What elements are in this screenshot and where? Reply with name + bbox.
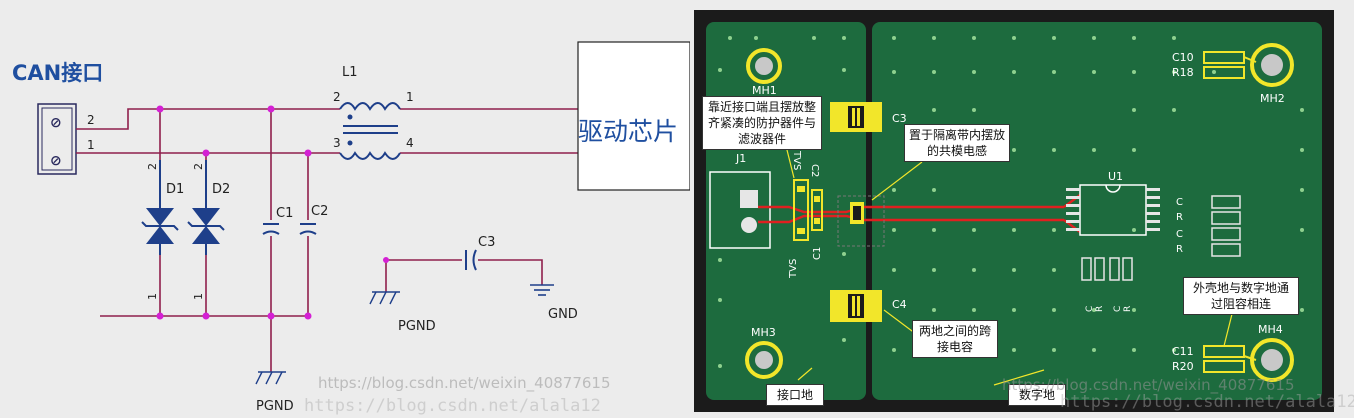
small-c2-label: C — [1176, 229, 1183, 240]
d2-pin-bottom: 1 — [192, 293, 205, 300]
tvs-label-b: TVS — [788, 259, 799, 279]
c2-silk-label: C2 — [809, 164, 820, 177]
d2-pin-top: 2 — [192, 163, 205, 170]
can-connector: ⊘ ⊘ 2 1 — [37, 103, 95, 175]
bottom-c2-label: C — [1113, 306, 1123, 312]
driver-chip: 驱动芯片 — [577, 41, 690, 191]
decoupling-parts-right: C R C R — [1176, 195, 1241, 257]
inductor-pin-2: 2 — [333, 90, 341, 104]
inductor-pin-3: 3 — [333, 136, 341, 150]
c1-silk-label: C1 — [812, 247, 823, 260]
callout-cross-ground: 两地之间的跨接电容 — [912, 320, 998, 358]
inductor-pin-4: 4 — [406, 136, 414, 150]
callout-shell-ground: 外壳地与数字地通过阻容相连 — [1183, 277, 1299, 315]
mh2-label: MH2 — [1260, 92, 1285, 105]
callout-port-ground: 接口地 — [766, 384, 824, 406]
callout-near-port: 靠近接口端且摆放整齐紧凑的防护器件与滤波器件 — [702, 96, 822, 150]
c4-label: C4 — [892, 298, 907, 311]
mounting-hole-mh3: MH3 — [745, 326, 783, 379]
mounting-hole-mh2: MH2 — [1250, 43, 1294, 105]
chip-u1: U1 — [1066, 170, 1160, 236]
svg-text:⊘: ⊘ — [50, 115, 62, 131]
bottom-r2-label: R — [1123, 306, 1133, 312]
schematic-title: CAN接口 — [12, 61, 103, 85]
c11-label: C11 — [1172, 345, 1194, 358]
cap-c3: C3 — [465, 235, 495, 271]
shell-rc-bottom: C11 R20 — [1172, 345, 1257, 373]
callout-digital-ground: 数字地 — [1008, 384, 1066, 406]
callout-isolation-band: 置于隔离带内摆放的共模电感 — [904, 124, 1010, 162]
driver-label: 驱动芯片 — [578, 117, 678, 146]
connector-j1: J1 — [709, 152, 771, 249]
connector-pin-1: 1 — [87, 138, 95, 152]
common-mode-choke — [837, 195, 885, 247]
tvs-label-a: TVS — [791, 150, 802, 170]
small-c1-label: C — [1176, 197, 1183, 208]
r18-label: R18 — [1172, 66, 1194, 79]
d1-pin-top: 2 — [146, 163, 159, 170]
c3-label: C3 — [892, 112, 907, 125]
tvs-d2: D2 2 1 — [187, 160, 230, 300]
j1-label: J1 — [735, 152, 746, 165]
shell-rc-top: C10 R18 — [1172, 51, 1257, 79]
mounting-hole-mh1: MH1 — [746, 48, 782, 97]
pgnd-symbol-2: PGND — [255, 371, 294, 414]
bottom-c1-label: C — [1085, 306, 1095, 312]
cap-c1: C1 — [262, 206, 293, 235]
c3-ref: C3 — [478, 235, 495, 250]
pgnd-label: PGND — [398, 319, 436, 334]
inductor-l1: L1 2 1 3 4 — [333, 65, 414, 160]
pgnd-symbol-1: PGND — [369, 291, 436, 334]
gnd-label: GND — [548, 307, 578, 322]
watermark-left-under: https://blog.csdn.net/alala12 — [304, 396, 601, 416]
watermark-right-under: https://blog.csdn.net/alala12 — [1060, 392, 1354, 412]
mh1-label: MH1 — [752, 84, 777, 97]
r20-label: R20 — [1172, 360, 1194, 373]
small-r2-label: R — [1176, 244, 1183, 255]
pcb-layout: MH1 MH2 MH3 MH4 J1 TVS TVS C2 — [694, 10, 1334, 412]
connector-pin-2: 2 — [87, 113, 95, 127]
mounting-hole-mh4: MH4 — [1250, 323, 1294, 382]
can-schematic: CAN接口 ⊘ ⊘ 2 1 — [12, 41, 690, 414]
small-r1-label: R — [1176, 212, 1183, 223]
c2-ref: C2 — [311, 204, 328, 219]
cap-c2: C2 — [299, 204, 328, 235]
schematic-junctions — [156, 105, 389, 320]
stitch-cap-c4: C4 — [830, 290, 907, 322]
gnd-symbol: GND — [530, 284, 578, 322]
stitch-cap-c3: C3 — [830, 102, 907, 132]
watermark-left: https://blog.csdn.net/weixin_40877615 — [318, 374, 611, 392]
c1-ref: C1 — [276, 206, 293, 221]
schematic-wires — [76, 108, 580, 372]
protection-parts: TVS TVS C2 C1 — [788, 150, 823, 279]
decoupling-parts-bottom: C R C R — [1081, 257, 1133, 312]
u1-label: U1 — [1108, 170, 1123, 183]
tvs-d1: D1 2 1 — [141, 160, 184, 300]
d1-pin-bottom: 1 — [146, 293, 159, 300]
c10-label: C10 — [1172, 51, 1194, 64]
mh3-label: MH3 — [751, 326, 776, 339]
svg-text:⊘: ⊘ — [50, 153, 62, 169]
bottom-r1-label: R — [1095, 306, 1105, 312]
inductor-ref: L1 — [342, 65, 358, 80]
inductor-pin-1: 1 — [406, 90, 414, 104]
watermark-right: https://blog.csdn.net/weixin_40877615 — [1002, 376, 1295, 394]
d2-ref: D2 — [212, 182, 230, 197]
mh4-label: MH4 — [1258, 323, 1283, 336]
d1-ref: D1 — [166, 182, 184, 197]
pgnd-label-2: PGND — [256, 399, 294, 414]
